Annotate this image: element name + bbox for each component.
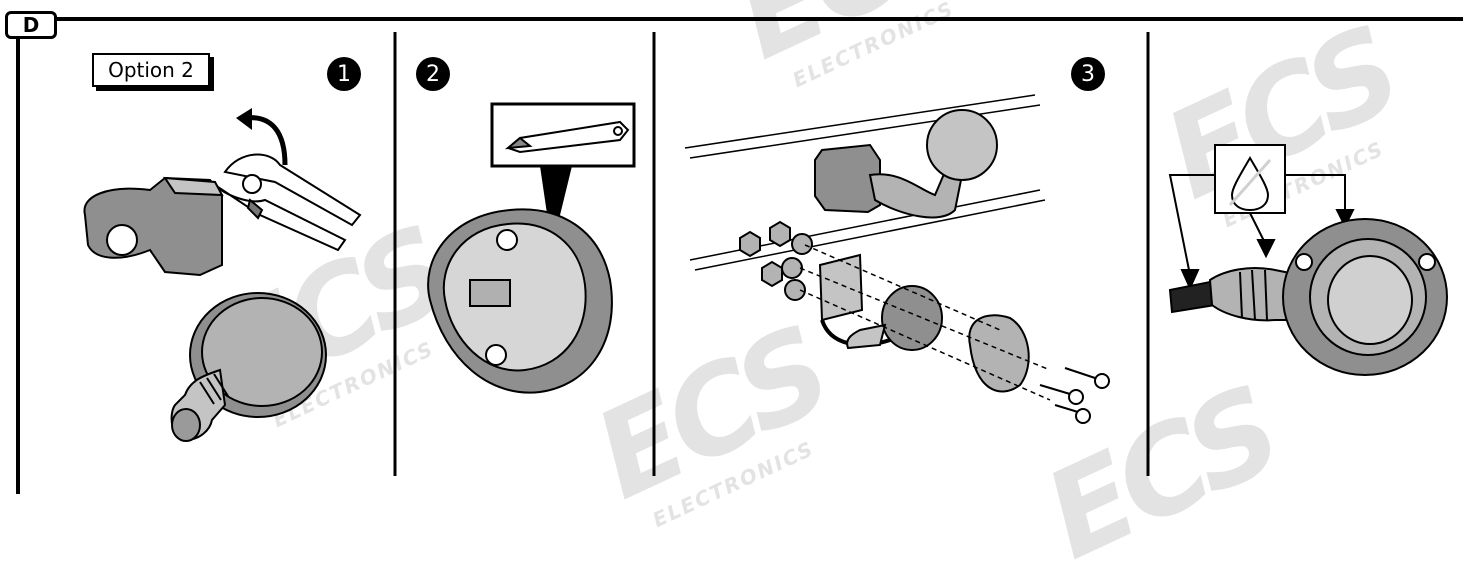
socket-shell (428, 209, 612, 392)
curved-arrow-head (236, 108, 252, 130)
option-label: Option 2 (92, 53, 210, 87)
socket-icon (172, 293, 326, 441)
socket-icon (847, 286, 1029, 392)
step-badge-2: 2 (416, 57, 450, 91)
step-badge-3: 3 (1071, 57, 1105, 91)
screws (1040, 368, 1109, 423)
panel-frame (18, 19, 1463, 494)
nuts-washers (740, 222, 812, 300)
old-socket (84, 178, 222, 275)
section-label: D (5, 11, 57, 39)
socket-icon (1170, 219, 1447, 375)
towbar-icon (815, 110, 997, 217)
pliers-icon (215, 155, 360, 250)
diagram-canvas (0, 0, 1463, 494)
step-badge-1: 1 (327, 57, 361, 91)
